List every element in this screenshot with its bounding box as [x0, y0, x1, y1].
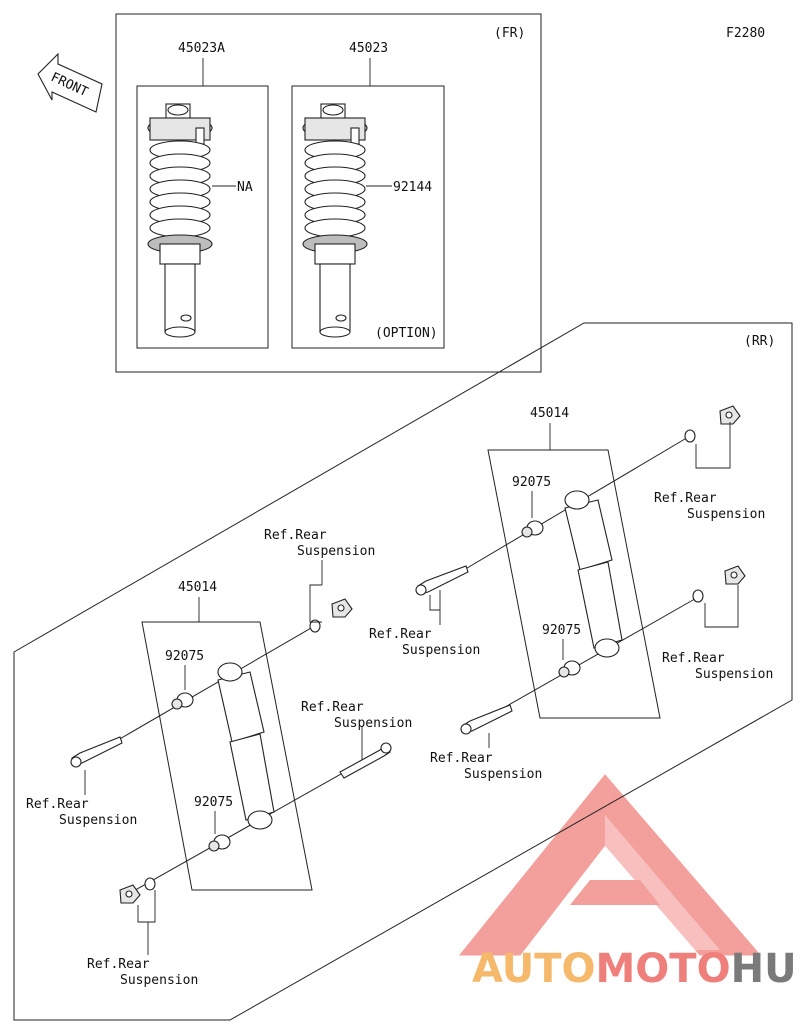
front-assembly-a-box: [136, 85, 269, 349]
rear-shock-left-drawing: [217, 662, 275, 830]
rear-section-frame: [13, 322, 793, 1021]
ref-label-6-line1: Ref.Rear: [301, 700, 364, 715]
ref-label-2-line2: Suspension: [402, 643, 480, 658]
rear-assembly-right-box: [487, 449, 661, 719]
ref-label-1-line1: Ref.Rear: [654, 491, 717, 506]
watermark-hub: HUB: [731, 946, 800, 992]
front-section-tag: (FR): [494, 26, 525, 41]
front-shock-a-drawing: [147, 103, 213, 338]
watermark-logo: [458, 774, 762, 956]
front-shock-assembly-a: 45023A: [136, 41, 269, 349]
ref-label-3-line1: Ref.Rear: [662, 651, 725, 666]
ref-label-3: Ref.Rear Suspension: [662, 651, 773, 682]
ref-label-3-line2: Suspension: [695, 667, 773, 682]
washer-upper-left: [309, 619, 321, 633]
bushing-label-upper-left: 92075: [165, 649, 204, 664]
ref-label-5: Ref.Rear Suspension: [264, 528, 375, 559]
washer-lower-left: [144, 877, 156, 891]
ref-label-7-line2: Suspension: [59, 813, 137, 828]
rear-shock-assembly-left: 45014 92075 92075: [70, 560, 392, 955]
nut-upper-left: [331, 598, 353, 618]
ref-label-7: Ref.Rear Suspension: [26, 797, 137, 828]
ref-label-8-line1: Ref.Rear: [87, 957, 150, 972]
ref-label-8: Ref.Rear Suspension: [87, 957, 198, 988]
front-assembly-b-box: [291, 85, 445, 349]
bushing-label-upper-right: 92075: [512, 475, 551, 490]
front-shock-b-drawing: [302, 103, 368, 338]
ref-label-2-line1: Ref.Rear: [369, 627, 432, 642]
nut-upper-right: [719, 405, 741, 425]
bolt-upper-left: [70, 736, 123, 768]
washer-upper-right: [684, 429, 696, 443]
ref-label-2: Ref.Rear Suspension: [369, 627, 480, 658]
ref-label-5-line1: Ref.Rear: [264, 528, 327, 543]
rear-shock-right-drawing: [564, 490, 623, 658]
option-note: (OPTION): [375, 326, 438, 341]
ref-label-4-line1: Ref.Rear: [430, 751, 493, 766]
watermark-auto: AUTO: [472, 946, 596, 992]
watermark-text: AUTOMOTOHUB: [472, 946, 800, 992]
bolt-lower-right: [460, 704, 513, 735]
front-section-frame: [115, 13, 542, 373]
front-arrow: FRONT: [37, 52, 103, 113]
nut-lower-left: [119, 884, 141, 904]
bushing-lower-right: [558, 660, 581, 678]
ref-label-6: Ref.Rear Suspension: [301, 700, 412, 731]
rear-assembly-left-box: [141, 621, 313, 891]
ref-label-8-line2: Suspension: [120, 973, 198, 988]
rear-section-tag: (RR): [744, 334, 775, 349]
ref-label-6-line2: Suspension: [334, 716, 412, 731]
coil-spring-a: [149, 140, 211, 238]
bolt-lower-left: [339, 742, 392, 779]
bushing-label-lower-left: 92075: [194, 795, 233, 810]
watermark-moto: MOTO: [596, 946, 731, 992]
diagram-code: F2280: [726, 26, 765, 41]
ref-label-1: Ref.Rear Suspension: [654, 491, 765, 522]
svg-text:AUTOMOTOHUB: AUTOMOTOHUB: [472, 946, 800, 992]
ref-label-1-line2: Suspension: [687, 507, 765, 522]
ref-label-7-line1: Ref.Rear: [26, 797, 89, 812]
spring-label-92144: 92144: [393, 180, 432, 195]
rear-section: (RR) 45014 92075: [13, 322, 793, 1021]
rear-shock-assembly-right: 45014 92075: [415, 405, 746, 748]
part-number-45023a: 45023A: [178, 41, 225, 56]
washer-lower-right: [692, 589, 704, 603]
front-section: (FR) 45023A: [115, 13, 542, 373]
bolt-upper-right: [415, 565, 469, 596]
coil-spring-b: [304, 140, 366, 238]
part-number-45023: 45023: [349, 41, 388, 56]
spring-label-na: NA: [237, 180, 253, 195]
front-shock-assembly-b: 45023: [291, 41, 445, 349]
ref-label-4: Ref.Rear Suspension: [430, 751, 542, 782]
bushing-upper-left: [171, 692, 194, 710]
ref-label-5-line2: Suspension: [297, 544, 375, 559]
bushing-label-lower-right: 92075: [542, 623, 581, 638]
part-number-45014-right: 45014: [530, 406, 569, 421]
nut-lower-right: [724, 565, 746, 585]
part-number-45014-left: 45014: [178, 580, 217, 595]
ref-label-4-line2: Suspension: [464, 767, 542, 782]
bushing-upper-right: [521, 520, 544, 538]
bushing-lower-left: [208, 834, 231, 852]
